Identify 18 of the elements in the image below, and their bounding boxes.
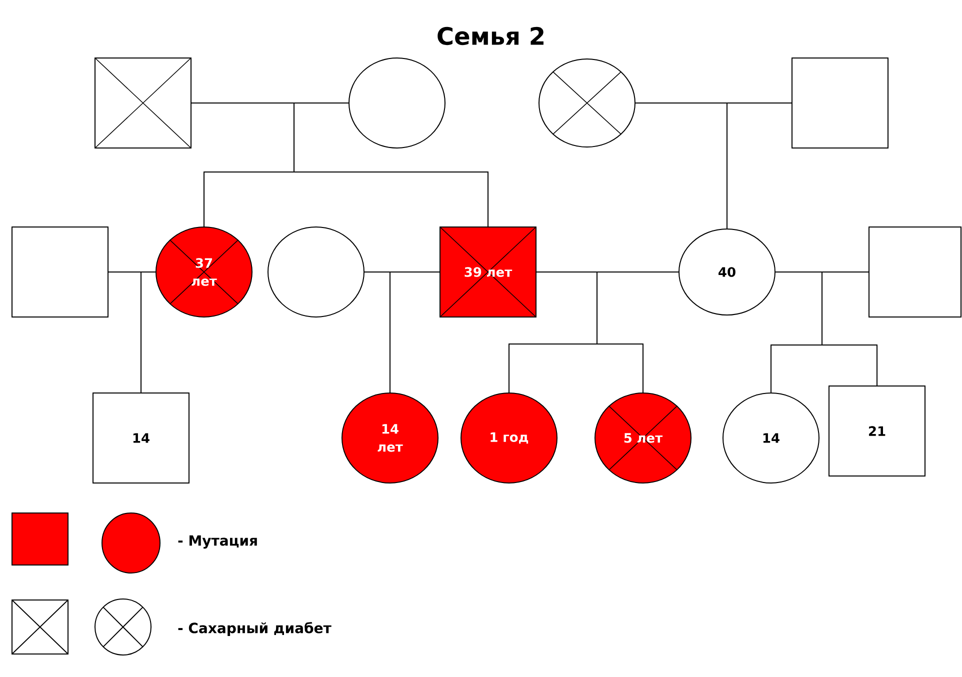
title: Семья 2: [438, 26, 544, 46]
pedigree-square: [12, 226, 108, 318]
descent-line: [140, 272, 156, 393]
pedigree-square: [792, 58, 888, 148]
legend-text: - Мутация: [178, 535, 257, 549]
pedigree-square: 21: [828, 386, 926, 476]
pedigree-square: [868, 226, 962, 318]
descent-line: [596, 272, 679, 393]
descent-line: [390, 272, 440, 393]
descent-line: [294, 102, 488, 227]
pedigree-circle: [268, 226, 364, 318]
pedigree-circle: [538, 58, 636, 148]
pedigree-square: 14: [92, 392, 190, 484]
legend-text: - Сахарный диабет: [178, 622, 332, 636]
descent-line: [822, 272, 878, 386]
descent-line: [726, 102, 792, 229]
pedigree-circle: [348, 58, 446, 148]
pedigree-square: [94, 58, 192, 148]
